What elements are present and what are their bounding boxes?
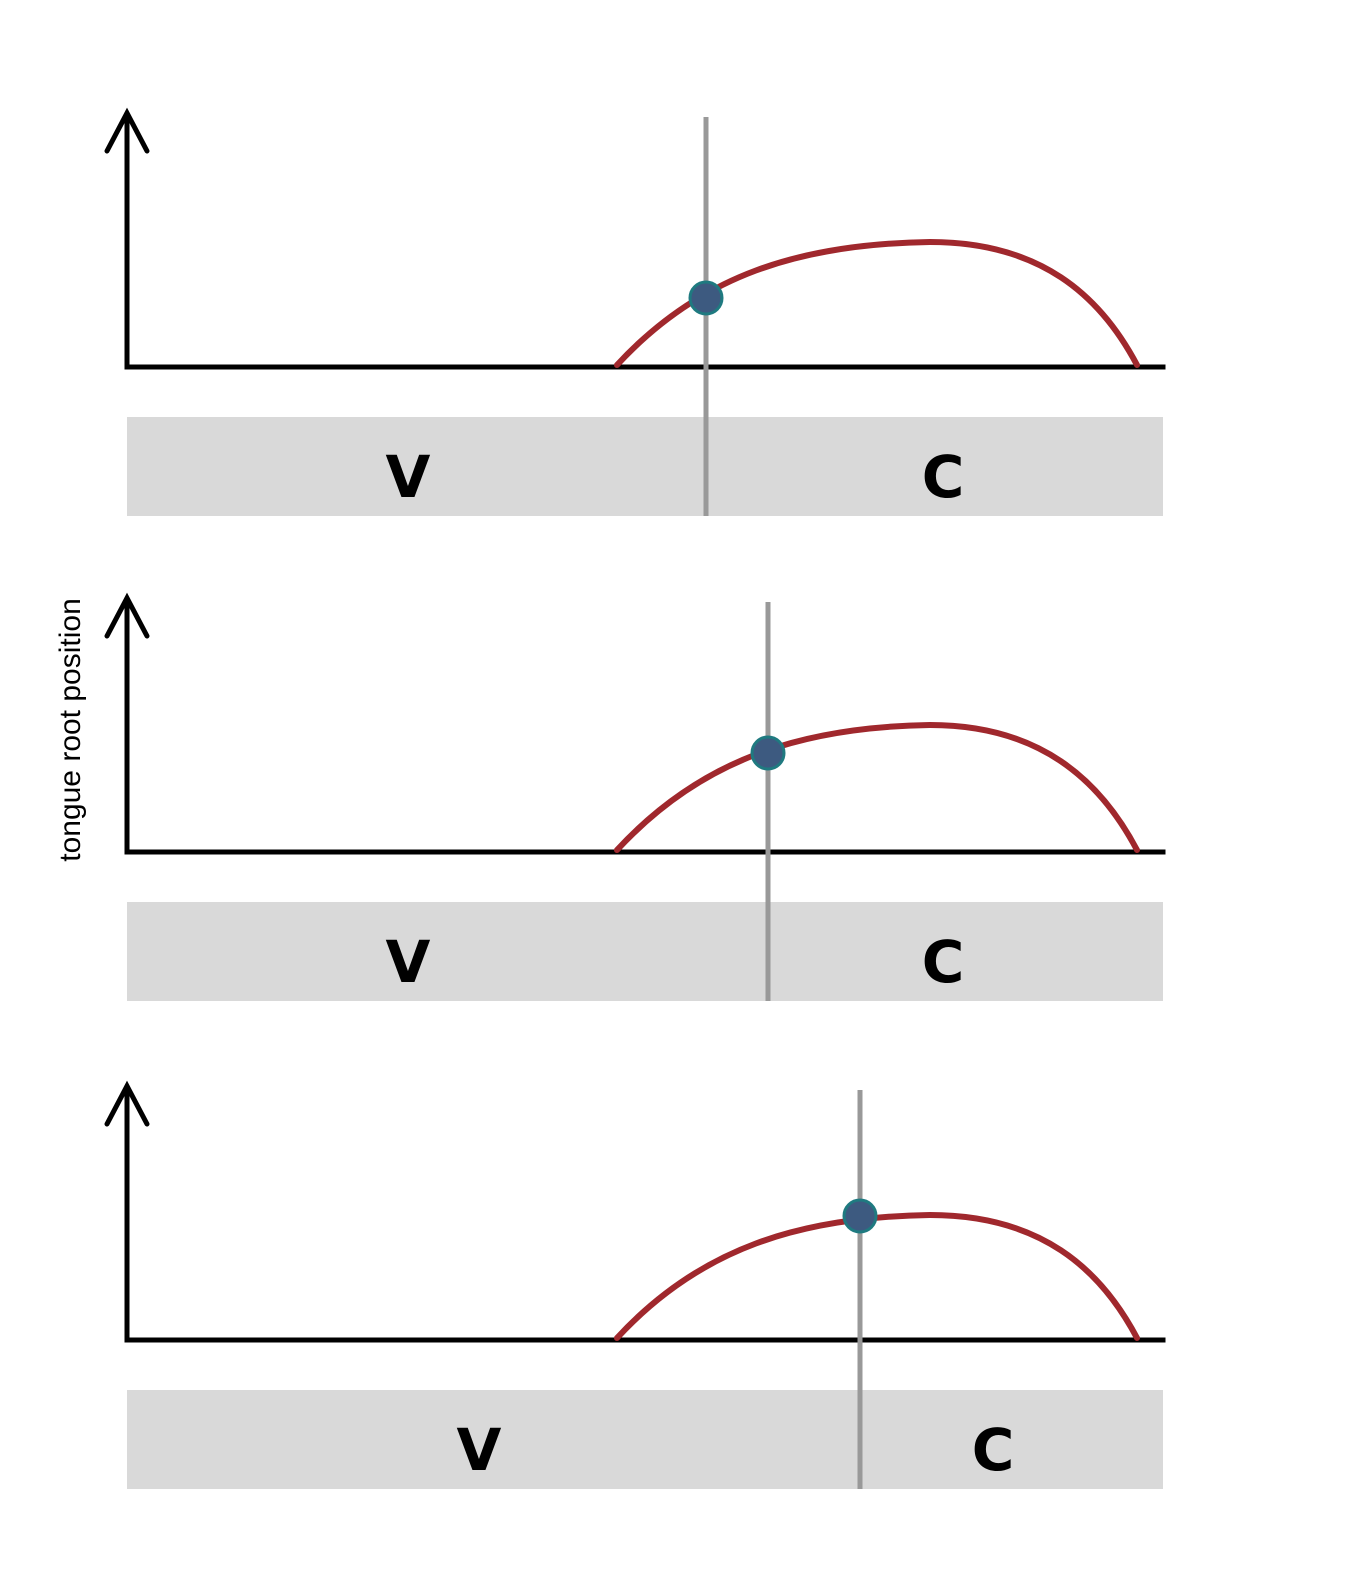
panel-2: V C	[104, 592, 1166, 1001]
segment-band	[127, 417, 1163, 516]
consonant-label: C	[922, 928, 965, 996]
vowel-label: V	[386, 443, 431, 511]
segment-band	[127, 902, 1163, 1001]
measurement-point	[750, 735, 786, 771]
y-axis-arrowhead	[104, 592, 150, 639]
y-axis-arrowhead	[104, 1080, 150, 1127]
vowel-label: V	[386, 928, 431, 996]
measurement-point	[688, 280, 724, 316]
y-axis-label: tongue root position	[54, 598, 87, 862]
y-axis-arrowhead	[104, 107, 150, 154]
tongue-root-trajectory	[614, 1211, 1140, 1341]
consonant-label: C	[922, 443, 965, 511]
measurement-point	[842, 1198, 878, 1234]
tongue-root-trajectory	[614, 721, 1140, 853]
panel-1: V C	[104, 107, 1166, 516]
consonant-label: C	[972, 1416, 1015, 1484]
panel-3: V C	[104, 1080, 1166, 1489]
segment-band	[127, 1390, 1163, 1489]
vowel-label: V	[457, 1416, 502, 1484]
